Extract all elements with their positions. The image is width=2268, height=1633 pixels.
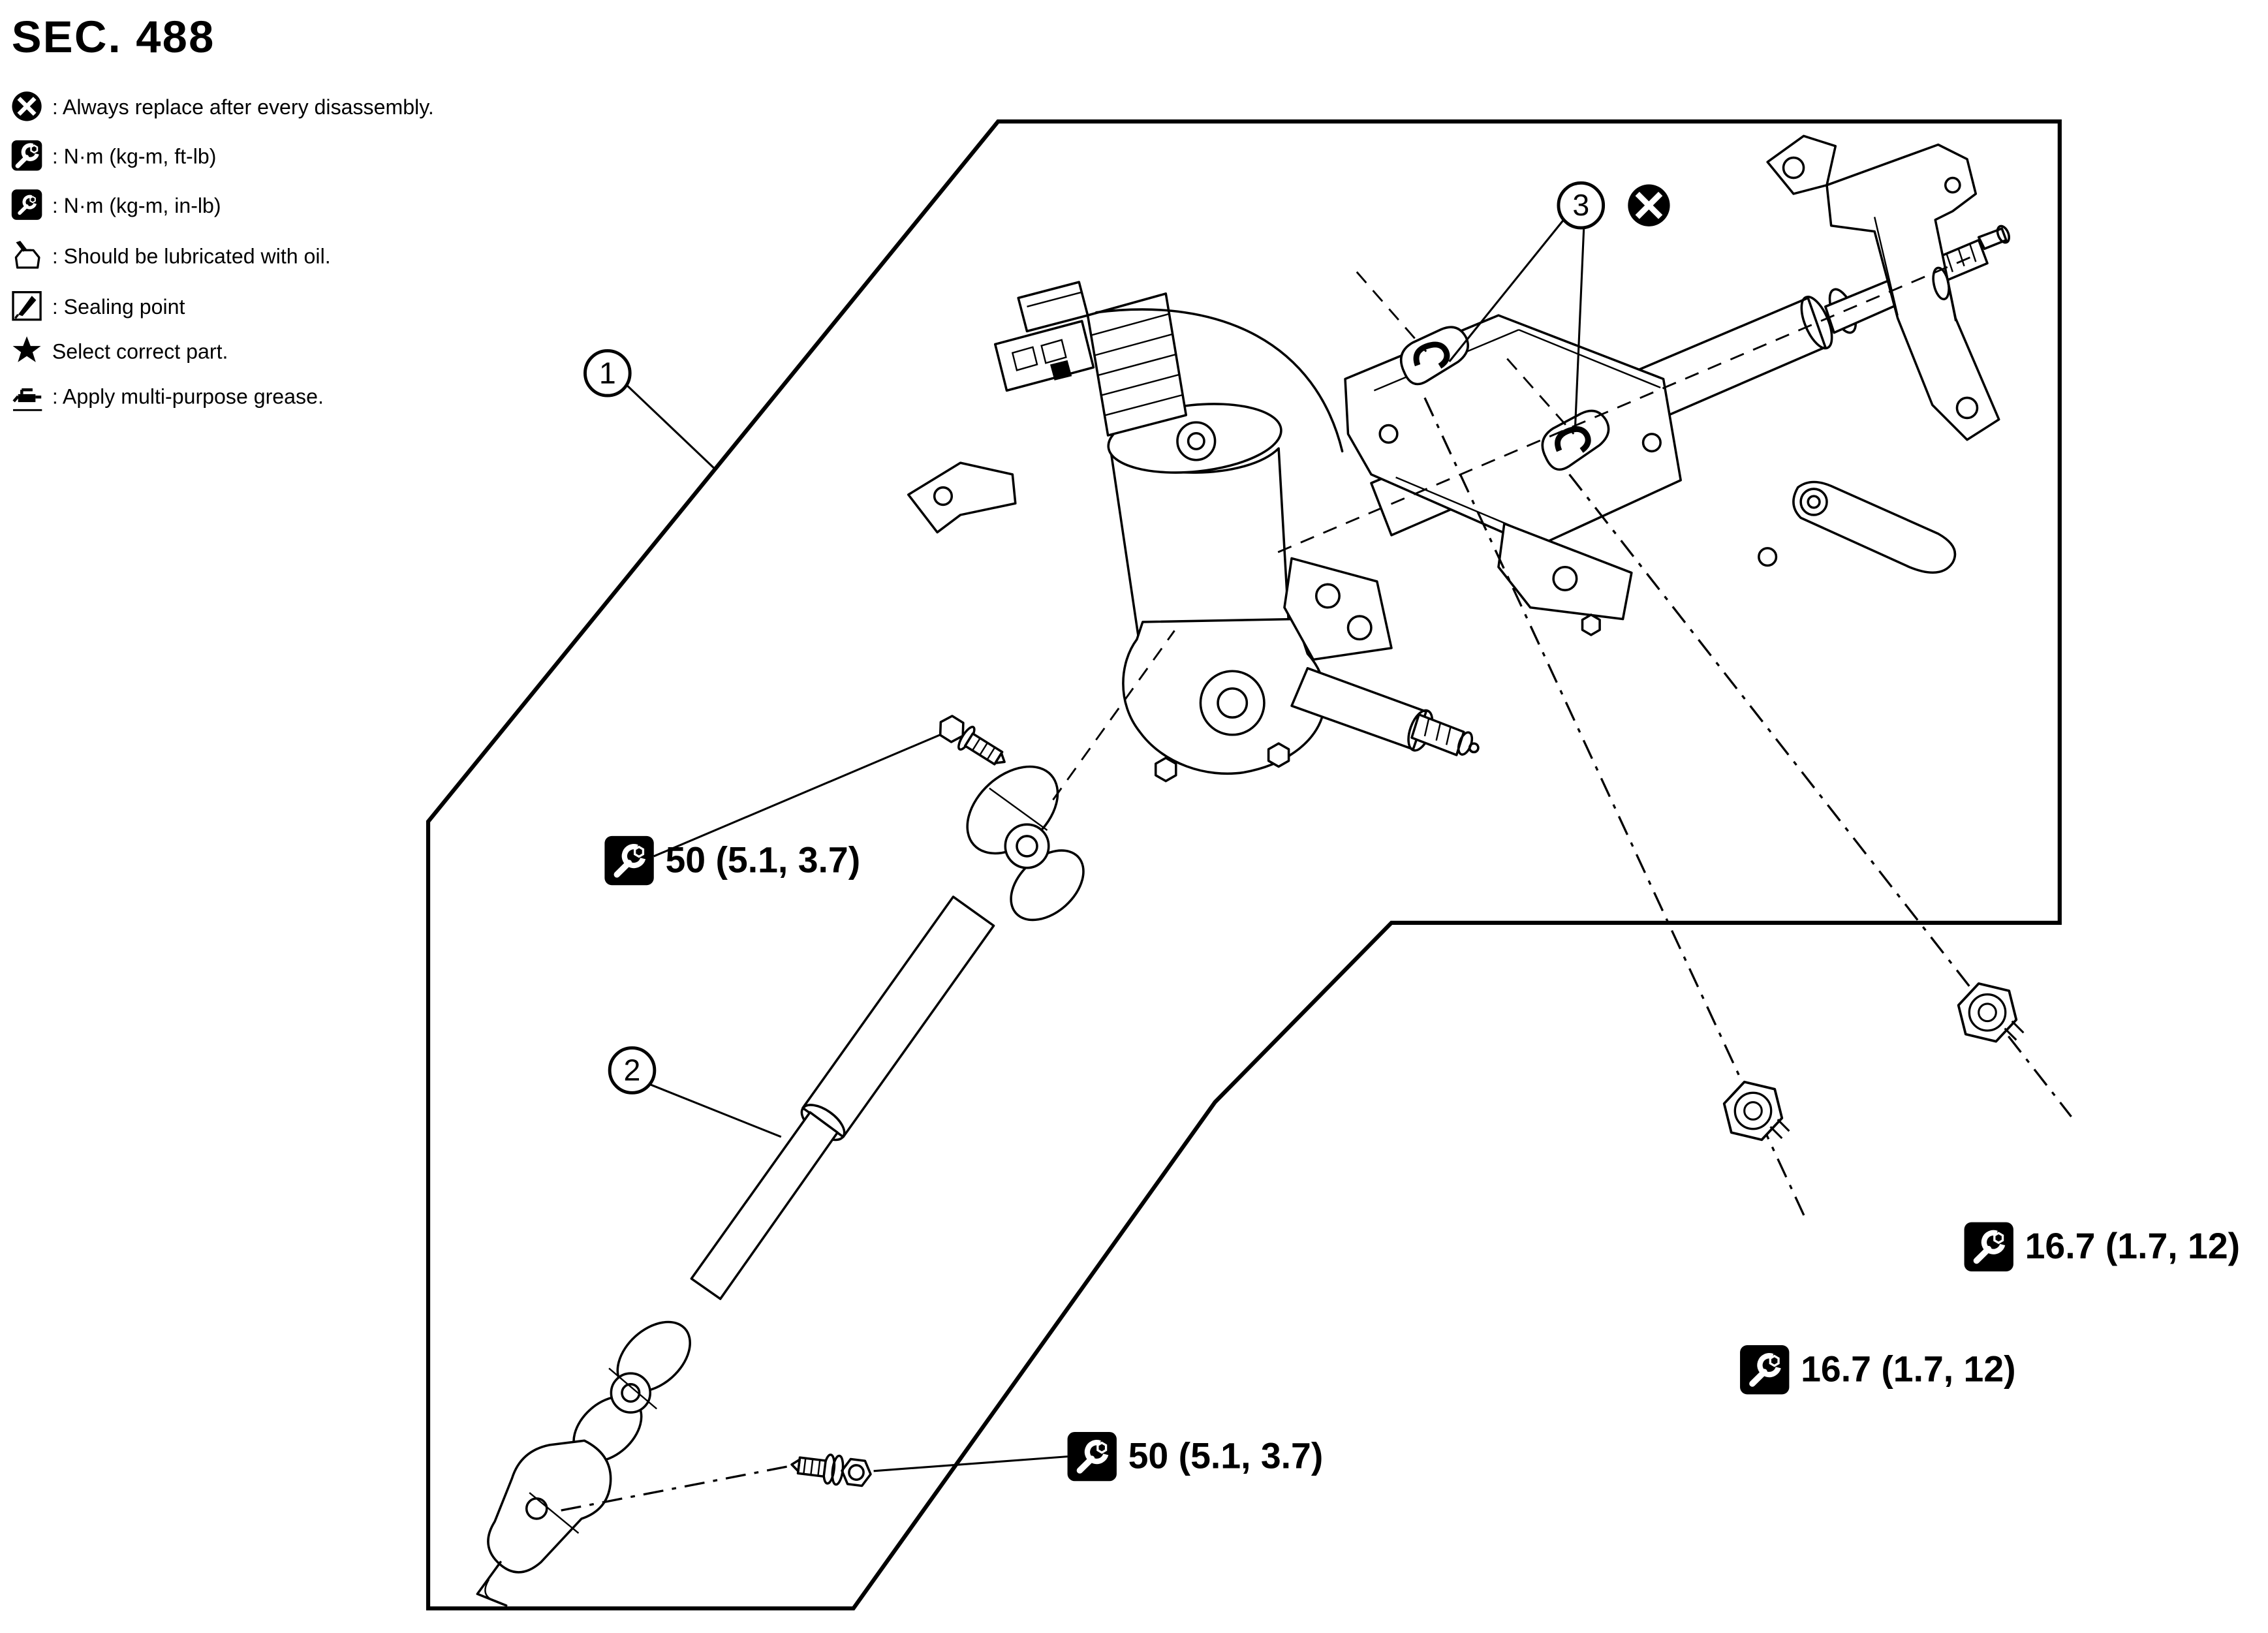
legend-label: Select correct part.: [52, 340, 228, 364]
intermediate-shaft: [476, 715, 1085, 1607]
side-tab-bracket: [907, 461, 1017, 534]
distance-bracket: [1283, 557, 1393, 661]
pinch-bolt-upper: [939, 715, 1006, 766]
boundary-outline: [426, 119, 2062, 1611]
mount-clamp-a: [1399, 326, 1469, 386]
sealing-point-icon: [12, 290, 42, 321]
legend: : Always replace after every disassembly…: [11, 91, 434, 411]
steering-column-assembly: [907, 134, 2010, 783]
torque-label-center-nut: 16.7 (1.7, 12): [1740, 1345, 2016, 1395]
legend-label: : Apply multi-purpose grease.: [52, 384, 324, 408]
lower-steering-shaft: [1290, 667, 1480, 756]
legend-item-grease: : Apply multi-purpose grease.: [12, 384, 324, 411]
housing-bolt: [1154, 756, 1177, 783]
torque-value: 16.7 (1.7, 12): [2025, 1226, 2240, 1266]
callout-1: 1: [583, 349, 715, 470]
legend-item-oil: : Should be lubricated with oil.: [14, 240, 331, 269]
legend-label: : Should be lubricated with oil.: [52, 244, 331, 268]
oil-lubricate-icon: [14, 240, 40, 269]
callout-1-number: 1: [599, 356, 616, 390]
torque-label-lower-joint: 50 (5.1, 3.7): [873, 1431, 1324, 1482]
clamp-a-guide: [1356, 271, 1427, 352]
fasteners: [1722, 982, 2025, 1142]
legend-item-torque-ftlb: : N·m (kg-m, ft-lb): [11, 140, 217, 171]
pinch-bolt-lower: [790, 1454, 872, 1487]
legend-label: : Sealing point: [52, 295, 185, 319]
construction-lines: [555, 257, 2072, 1513]
torque-inlb-icon: [11, 189, 42, 220]
legend-item-torque-inlb: : N·m (kg-m, in-lb): [11, 189, 221, 220]
callout-2-number: 2: [624, 1053, 641, 1087]
lower-bracket: [1497, 522, 1633, 636]
tilt-lever: [1758, 480, 1957, 574]
callout-3-number: 3: [1572, 188, 1589, 222]
grease-icon: [12, 388, 42, 411]
mount-stud-line-center: [1423, 397, 1807, 1219]
torque-value: 50 (5.1, 3.7): [1128, 1435, 1324, 1476]
intermediate-shaft-tube: [690, 895, 995, 1300]
always-replace-icon: [12, 91, 42, 121]
harness-connector: [993, 281, 1344, 453]
lower-yoke: [476, 1439, 612, 1607]
shaft-axis-line: [1052, 630, 1175, 801]
torque-label-upper-joint: 50 (5.1, 3.7): [604, 734, 941, 886]
replace-symbol: [1628, 184, 1670, 226]
legend-label: : N·m (kg-m, in-lb): [52, 194, 221, 217]
torque-ftlb-icon: [11, 140, 42, 171]
legend-item-replace: : Always replace after every disassembly…: [12, 91, 434, 121]
select-part-star-icon: [12, 336, 41, 362]
callout-3: 3: [1448, 181, 1606, 429]
legend-label: : N·m (kg-m, ft-lb): [52, 144, 217, 168]
mount-clamp-b: [1541, 409, 1610, 471]
clamp-b-guide: [1506, 358, 1575, 435]
torque-value: 16.7 (1.7, 12): [1801, 1348, 2015, 1389]
upper-mount-bracket: [1766, 134, 2000, 441]
callout-2: 2: [608, 1046, 782, 1138]
legend-item-sealing: : Sealing point: [12, 290, 185, 321]
ecu-module: [1086, 292, 1188, 437]
legend-label: : Always replace after every disassembly…: [52, 95, 434, 119]
housing-bolt: [1267, 742, 1290, 768]
mount-nut-center: [1722, 1080, 1791, 1142]
column-axis-line: [1277, 257, 1970, 553]
page-title: SEC. 488: [12, 12, 215, 62]
upper-universal-joint: [966, 765, 1085, 922]
torque-value: 50 (5.1, 3.7): [665, 839, 860, 880]
harness-wire: [1095, 308, 1344, 453]
mount-nut-right: [1957, 982, 2025, 1043]
torque-label-right-nut: 16.7 (1.7, 12): [1964, 1222, 2240, 1271]
legend-item-select-part: Select correct part.: [12, 336, 228, 364]
